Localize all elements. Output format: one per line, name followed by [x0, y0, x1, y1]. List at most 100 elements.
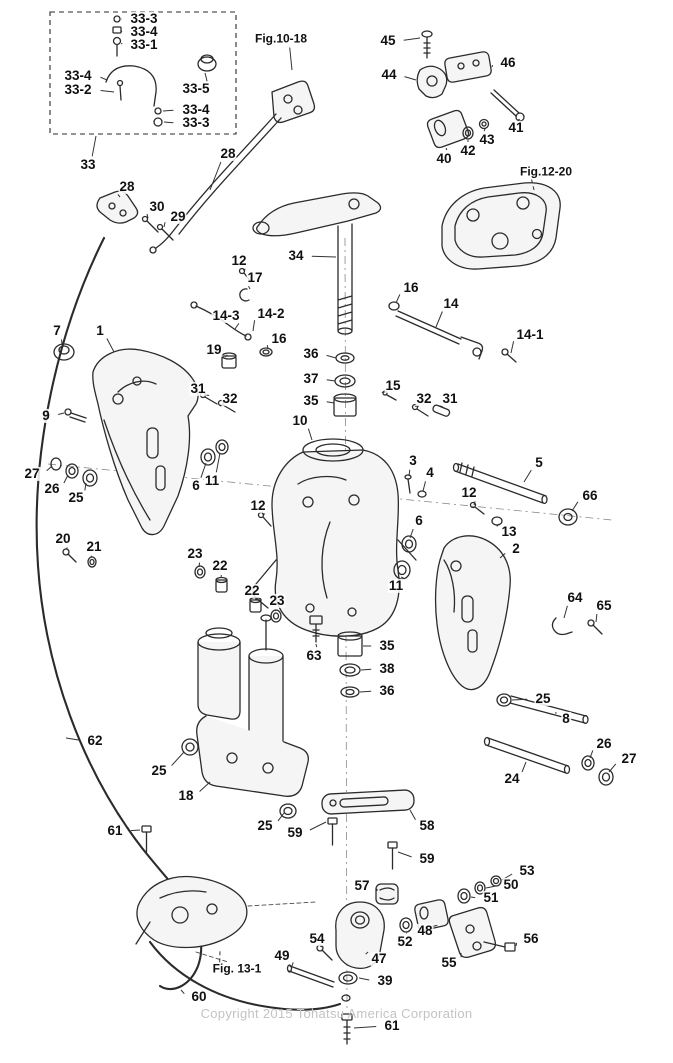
- part-callout-23: 23: [186, 545, 204, 562]
- part-callout-33: 33: [79, 156, 97, 173]
- part-callout-5: 5: [534, 454, 544, 471]
- leader-line: [65, 737, 80, 741]
- part-callout-25: 25: [150, 762, 168, 779]
- part-callout-33-3: 33-3: [181, 114, 211, 131]
- part-callout-33-2: 33-2: [63, 81, 93, 98]
- part-callout-58: 58: [418, 817, 436, 834]
- leader-line: [531, 179, 535, 191]
- leader-line: [204, 72, 208, 82]
- leader-line: [403, 37, 421, 41]
- leader-line: [289, 47, 293, 71]
- part-callout-28: 28: [118, 178, 136, 195]
- leader-line: [90, 555, 93, 558]
- part-callout-12: 12: [249, 497, 267, 514]
- leader-line: [326, 354, 337, 359]
- part-callout-32: 32: [415, 390, 433, 407]
- group-plate-fig12-20: [441, 182, 561, 270]
- leader-line: [523, 469, 532, 483]
- part-callout-6: 6: [414, 512, 424, 529]
- part-callout-33-4: 33-4: [181, 101, 211, 118]
- part-callout-51: 51: [482, 889, 500, 906]
- part-callout-59: 59: [418, 850, 436, 867]
- leader-line: [163, 222, 166, 228]
- leader-line: [409, 809, 416, 821]
- part-callout-55: 55: [440, 954, 458, 971]
- leader-line: [563, 605, 568, 619]
- group-stern-bracket-port-1: [92, 348, 199, 536]
- leader-line: [473, 501, 476, 506]
- leader-line: [315, 643, 318, 648]
- part-callout-33-4: 33-4: [129, 23, 159, 40]
- part-callout-64: 64: [566, 589, 584, 606]
- leader-line: [121, 30, 123, 32]
- leader-line: [365, 951, 369, 955]
- leader-line: [266, 345, 269, 350]
- part-callout-16: 16: [270, 330, 288, 347]
- part-callout-20: 20: [54, 530, 72, 547]
- leader-line: [163, 121, 174, 124]
- part-callout-2: 2: [511, 540, 521, 557]
- part-callout-14-1: 14-1: [515, 326, 545, 343]
- leader-line: [199, 781, 211, 792]
- group-tilt-rod-5: [452, 462, 578, 526]
- group-bracket-fig13-1: [135, 875, 317, 963]
- part-callout-12: 12: [460, 484, 478, 501]
- part-callout-29: 29: [169, 208, 187, 225]
- part-callout-33-5: 33-5: [181, 80, 211, 97]
- part-callout-28: 28: [219, 145, 237, 162]
- part-callout-52: 52: [396, 933, 414, 950]
- leader-line: [307, 428, 313, 441]
- part-callout-9: 9: [41, 407, 51, 424]
- leader-line: [521, 761, 527, 773]
- leader-line: [61, 339, 63, 345]
- leader-line: [326, 401, 335, 404]
- leader-line: [274, 609, 277, 612]
- leader-line: [404, 76, 417, 81]
- part-callout-62: 62: [86, 732, 104, 749]
- part-callout-57: 57: [353, 877, 371, 894]
- part-callout-41: 41: [507, 119, 525, 136]
- part-callout-32: 32: [221, 390, 239, 407]
- leader-line: [162, 109, 174, 112]
- leader-line: [353, 1026, 377, 1029]
- leader-line: [311, 255, 337, 258]
- leader-line: [58, 412, 65, 415]
- part-callout-53: 53: [518, 862, 536, 879]
- part-callout-59: 59: [286, 824, 304, 841]
- part-callout-36: 36: [302, 345, 320, 362]
- part-callout-25: 25: [256, 817, 274, 834]
- part-callout-11: 11: [203, 472, 221, 489]
- part-callout-22: 22: [211, 557, 229, 574]
- leader-line: [595, 613, 598, 623]
- part-callout-63: 63: [305, 647, 323, 664]
- leader-line: [200, 462, 207, 478]
- part-callout-4: 4: [425, 464, 435, 481]
- part-callout-21: 21: [85, 538, 103, 555]
- part-callout-8: 8: [561, 710, 571, 727]
- group-power-trim-unit-18: [181, 565, 309, 819]
- part-callout-48: 48: [416, 922, 434, 939]
- group-cables-60-62: [35, 236, 353, 1045]
- part-callout-40: 40: [435, 150, 453, 167]
- part-callout-26: 26: [43, 480, 61, 497]
- leader-line: [100, 90, 115, 93]
- leader-line: [485, 885, 496, 889]
- leader-line: [291, 962, 294, 967]
- leader-line: [483, 128, 486, 132]
- part-callout-60: 60: [190, 988, 208, 1005]
- part-callout-33-3: 33-3: [129, 10, 159, 27]
- part-callout-27: 27: [620, 750, 638, 767]
- part-callout-65: 65: [595, 597, 613, 614]
- leader-line: [65, 547, 68, 550]
- leader-line: [358, 977, 370, 981]
- part-callout-34: 34: [287, 247, 305, 264]
- part-callout-6: 6: [191, 477, 201, 494]
- part-callout-36: 36: [378, 682, 396, 699]
- figure-ref-fig-13-1: Fig. 13-1: [211, 961, 263, 976]
- leader-line: [46, 465, 53, 472]
- part-callout-25: 25: [67, 489, 85, 506]
- leader-line: [510, 341, 515, 354]
